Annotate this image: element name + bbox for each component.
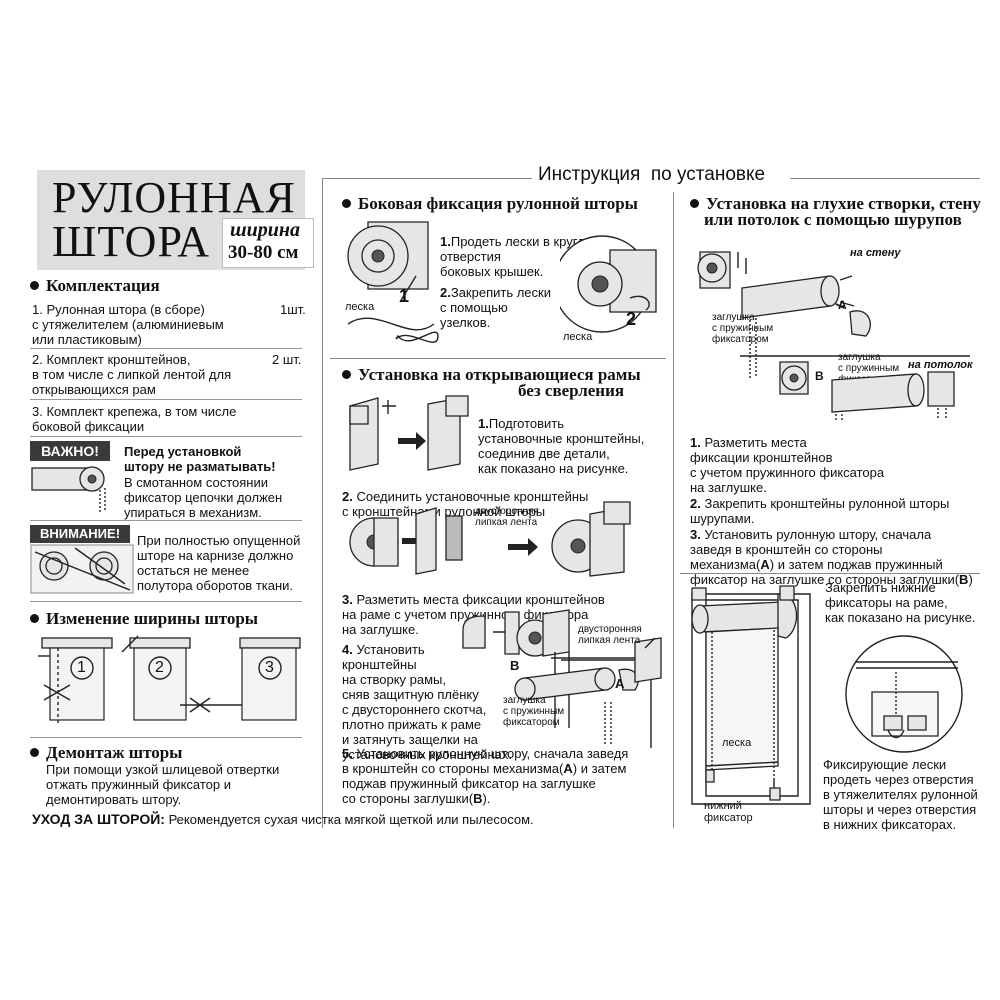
open-frames-letter-a: A (615, 676, 625, 691)
rolled-blind-illustration (31, 466, 106, 512)
product-title-line2: ШТОРА (52, 217, 211, 266)
wall-mount-illustration (697, 251, 871, 378)
width-badge (222, 218, 314, 268)
care-line: УХОД ЗА ШТОРОЙ: Рекомендуется сухая чист… (32, 811, 534, 827)
dismount-heading: Демонтаж шторы (30, 743, 182, 763)
on-ceiling-label: на потолок (908, 359, 973, 371)
blind-sash-heading-2: или потолок с помощью шурупов (704, 210, 962, 229)
important-text: В смотанном состоянии фиксатор цепочки д… (124, 475, 283, 520)
lower-fixer-detail-illustration (845, 635, 963, 753)
attention-text: При полностью опущенной шторе на карнизе… (137, 533, 301, 593)
on-wall-label: на стену (850, 247, 901, 259)
open-frames-step-2: 2. Соединить установочные кронштейны с к… (342, 489, 589, 519)
side-fix-fig-2: 2 (626, 309, 637, 329)
kit-item-1: 1. Рулонная штора (в сборе) с утяжелител… (32, 302, 224, 347)
blind-sash-letter-b: B (815, 369, 824, 383)
open-frames-letter-b: B (510, 658, 520, 673)
width-change-step-2: 2 (155, 659, 164, 676)
open-frames-step-1: 1.Подготовить установочные кронштейны, с… (478, 416, 645, 476)
open-frames-heading-2: без сверления (518, 381, 625, 400)
width-change-illustration (38, 635, 301, 725)
divider-top-left (322, 178, 532, 179)
side-fix-fig-1: 1 (399, 286, 410, 306)
care-text: Рекомендуется сухая чистка мягкой щеткой… (168, 812, 534, 827)
blind-sash-letter-a: A (838, 298, 847, 312)
kit-heading: Комплектация (30, 276, 160, 296)
open-frames-step-5: 5. Установить рулонную штору, сначала за… (342, 746, 629, 806)
width-label: ширина (230, 219, 301, 241)
divider-top-right (790, 178, 980, 179)
bullet-icon (690, 198, 699, 208)
blind-sash-step-1: 1. Разметить места фиксации кронштейнов … (690, 435, 885, 495)
page-title: Инструкция по установке (538, 164, 766, 185)
kit-item-2-qty: 2 шт. (272, 352, 302, 367)
bullet-icon (30, 280, 39, 290)
side-fix-illustration-2 (560, 235, 657, 333)
important-bold: Перед установкой штору не разматывать! (124, 444, 276, 474)
frame-install-illustration (462, 609, 662, 748)
tape-label-1: двусторонняя липкая лента (475, 506, 539, 528)
open-frames-heading: Установка на открывающиеся рамы (342, 365, 641, 385)
side-fix-label-line-1: леска (345, 301, 375, 313)
side-fix-step-1: 1.Продеть лески в круглые отверстия боко… (440, 234, 602, 279)
bottom-fix-text-1: Закрепить нижние фиксаторы на раме, как … (825, 580, 976, 625)
divider-right (673, 192, 674, 828)
side-fix-step-2: 2.Закрепить лески с помощью узелков. (440, 285, 551, 330)
divider-left (322, 178, 323, 828)
divider-mid-right (680, 573, 980, 574)
bullet-icon (342, 369, 351, 379)
open-frames-step-3: 3. Разметить места фиксации кронштейнов … (342, 592, 605, 637)
bullet-icon (342, 198, 351, 208)
bottom-fix-text-2: Фиксирующие лески продеть через отверсти… (823, 757, 978, 832)
blind-sash-step-3: 3. Установить рулонную штору, сначала за… (690, 527, 973, 587)
care-label: УХОД ЗА ШТОРОЙ: (32, 811, 165, 827)
side-fix-heading: Боковая фиксация рулонной шторы (342, 194, 638, 214)
bullet-icon (30, 613, 39, 623)
lower-fix-label: нижний фиксатор (704, 800, 753, 824)
divider-mid-center (330, 358, 666, 359)
line-label: леска (722, 737, 752, 749)
side-fix-label-line-2: леска (563, 331, 593, 343)
blind-sash-step-2: 2. Закрепить кронштейны рулонной шторы ш… (690, 496, 950, 526)
kit-item-3: 3. Комплект крепежа, в том числе боковой… (32, 404, 237, 434)
ceiling-mount-illustration (740, 355, 970, 420)
window-blind-illustration (691, 585, 811, 805)
width-change-step-3: 3 (265, 659, 274, 676)
width-value: 30-80 см (228, 242, 299, 263)
dismount-text: При помощи узкой шлицевой отвертки отжат… (46, 762, 280, 807)
kit-item-1-qty: 1шт. (280, 302, 306, 317)
bracket-connection-illustration (349, 501, 631, 577)
kit-item-2: 2. Комплект кронштейнов, в том числе с л… (32, 352, 232, 397)
roller-turns-illustration (30, 544, 134, 594)
plug-label-1: заглушка с пружинным фиксатором (503, 695, 565, 728)
width-change-heading: Изменение ширины шторы (30, 609, 258, 629)
product-title-line1: РУЛОННАЯ (52, 173, 296, 222)
important-badge: ВАЖНО! (30, 441, 110, 461)
tape-label-2: двусторонняя липкая лента (578, 624, 642, 646)
side-fix-illustration-1 (347, 221, 439, 343)
blind-sash-heading: Установка на глухие створки, стену (690, 194, 981, 214)
plug-label-2: заглушка с пружинным фиксатором (712, 312, 774, 345)
attention-badge: ВНИМАНИЕ! (30, 525, 130, 543)
bullet-icon (30, 747, 39, 757)
mounting-brackets-illustration (349, 395, 469, 471)
open-frames-step-4: 4. Установить кронштейны на створку рамы… (342, 642, 512, 762)
width-change-step-1: 1 (77, 659, 86, 676)
